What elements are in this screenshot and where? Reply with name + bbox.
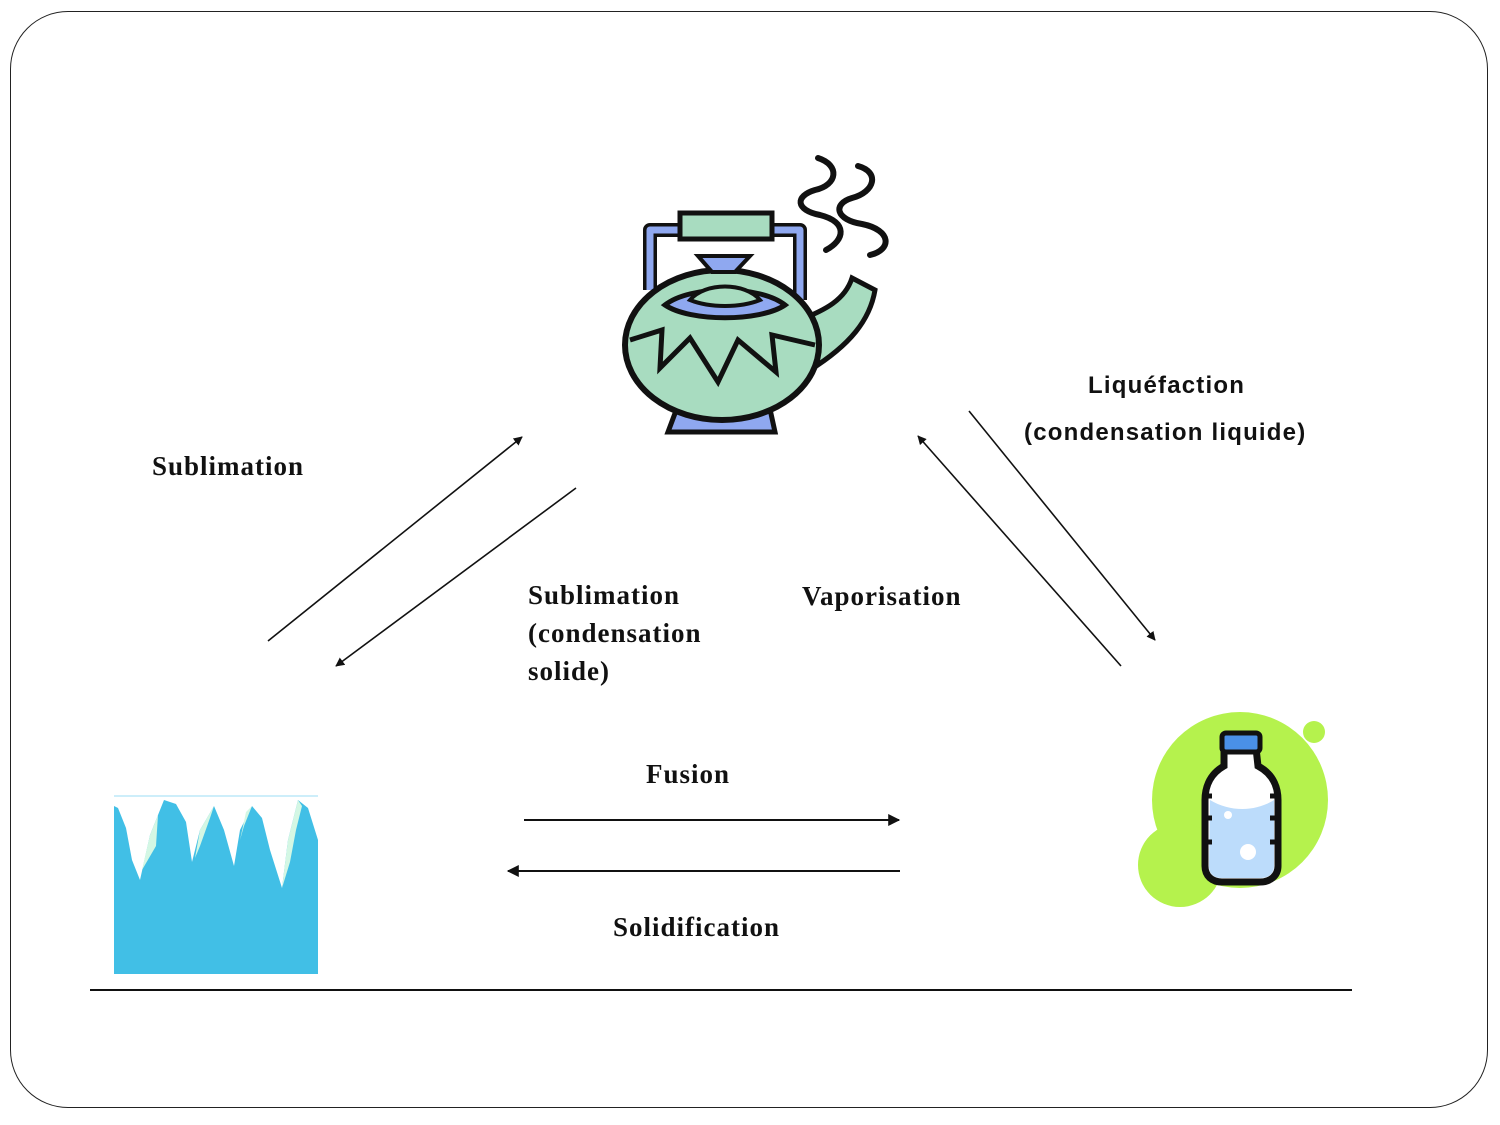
kettle-icon	[622, 155, 889, 435]
water-bottle-icon	[1138, 712, 1328, 907]
liquefaction-label-line-1: Liquéfaction	[1088, 372, 1246, 399]
icicles-icon	[114, 795, 318, 974]
deposition-label-line-3: solide)	[528, 656, 611, 686]
vaporisation-label: Vaporisation	[802, 581, 962, 611]
deposition-label-line-2: (condensation	[528, 618, 702, 648]
sublimation-label: Sublimation	[152, 451, 305, 481]
sublimation-arrow	[267, 436, 523, 642]
baseline-divider	[90, 989, 1352, 991]
steam-icon	[797, 155, 889, 258]
vaporisation-arrow	[917, 435, 1122, 667]
liquefaction-label-line-2: (condensation liquide)	[1024, 419, 1307, 446]
fusion-label: Fusion	[646, 759, 731, 789]
deposition-label-line-1: Sublimation	[528, 580, 681, 610]
solidification-label: Solidification	[613, 912, 781, 942]
deposition-arrow	[335, 487, 577, 667]
liquefaction-arrow	[968, 410, 1156, 641]
